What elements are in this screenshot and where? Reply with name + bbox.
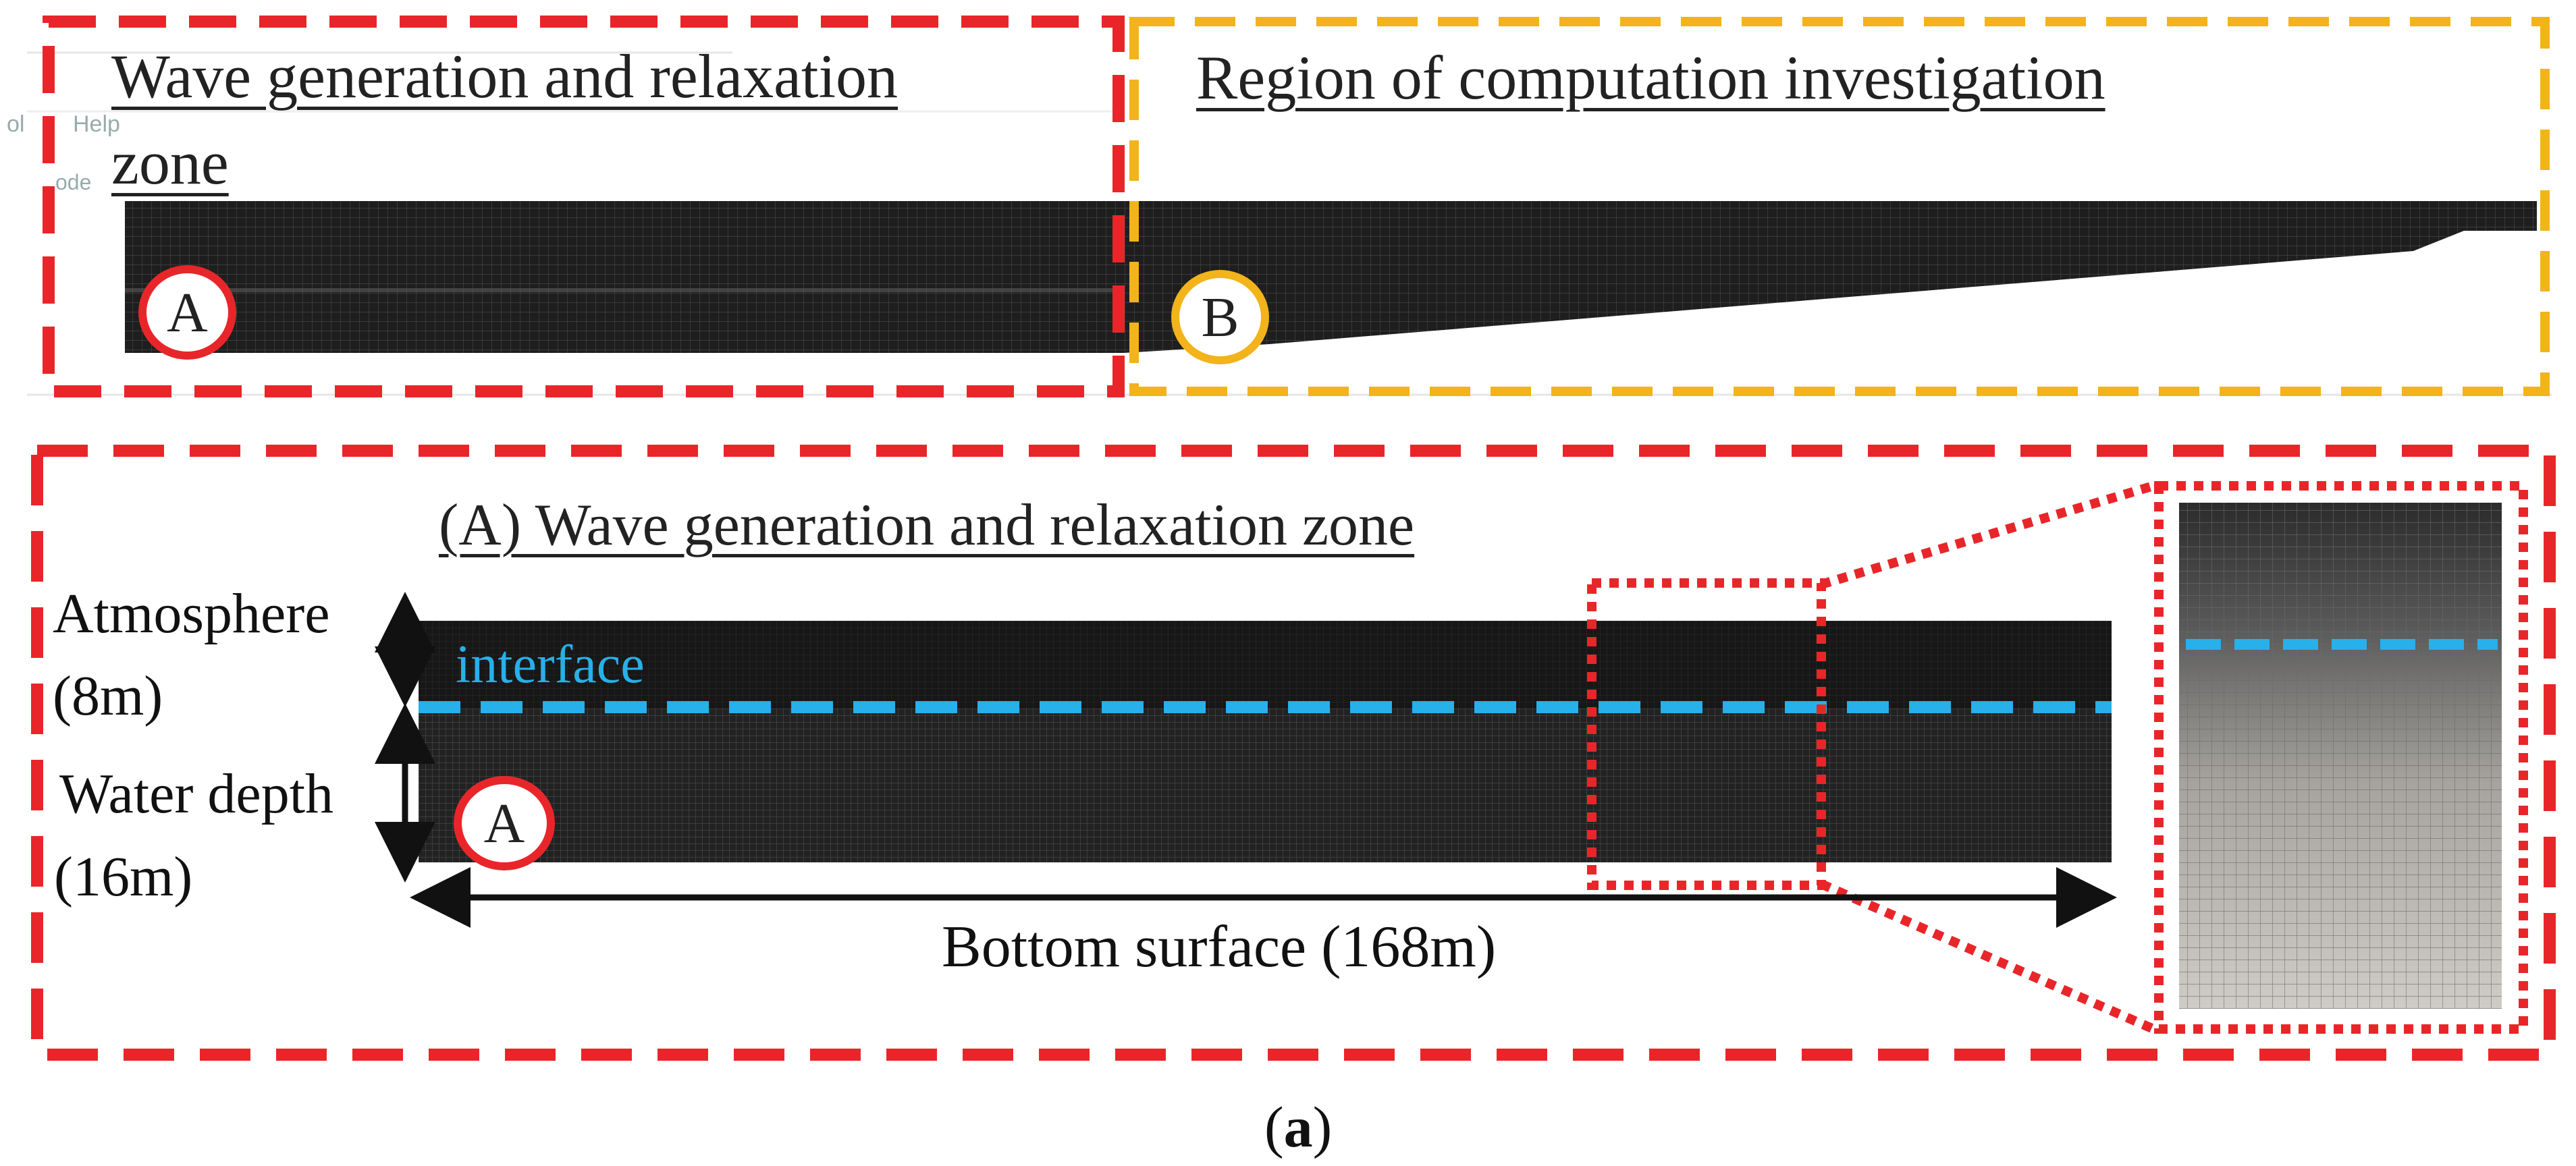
zone-a-title-line2: zone <box>111 128 229 197</box>
ghost-mode-label: ode <box>55 170 92 194</box>
mesh-zone-a <box>125 201 1124 353</box>
detail-title: (A) Wave generation and relaxation zone <box>439 493 1415 558</box>
atmosphere-region <box>419 621 2112 709</box>
zoom-inset-grid <box>2179 503 2502 1009</box>
badge-b-top: B <box>1171 270 1269 364</box>
zone-b-border <box>1129 17 2550 396</box>
figure-caption: (a) <box>1264 1093 1332 1161</box>
ghost-menu-left: ol <box>7 111 25 137</box>
detail-panel-border <box>31 445 2556 1061</box>
zoom-connector-top <box>1820 481 2155 589</box>
zoom-connector-bottom <box>1819 879 2155 1034</box>
bottom-surface-label: Bottom surface (168m) <box>942 914 1497 980</box>
zoom-inset-border <box>2154 481 2528 1034</box>
caption-letter: a <box>1283 1094 1313 1159</box>
zone-a-title: Wave generation and relaxation <box>111 42 898 111</box>
badge-a-detail: A <box>454 776 555 870</box>
caption-close-paren: ) <box>1312 1094 1333 1159</box>
atmosphere-value: (8m) <box>53 665 163 727</box>
zone-b-title: Region of computation investigation <box>1196 43 2105 112</box>
zoom-source-box <box>1587 578 1826 890</box>
caption-open-paren: ( <box>1264 1094 1284 1159</box>
atmosphere-label: Atmosphere <box>53 582 330 645</box>
interface-label: interface <box>456 635 645 694</box>
zone-a-border <box>43 16 1125 397</box>
water-depth-value: (16m) <box>54 845 193 908</box>
water-depth-label: Water depth <box>59 762 334 825</box>
ghost-menu-help: Help <box>73 111 120 137</box>
mesh-zone-b <box>1124 201 2537 353</box>
badge-a-top: A <box>138 265 236 360</box>
